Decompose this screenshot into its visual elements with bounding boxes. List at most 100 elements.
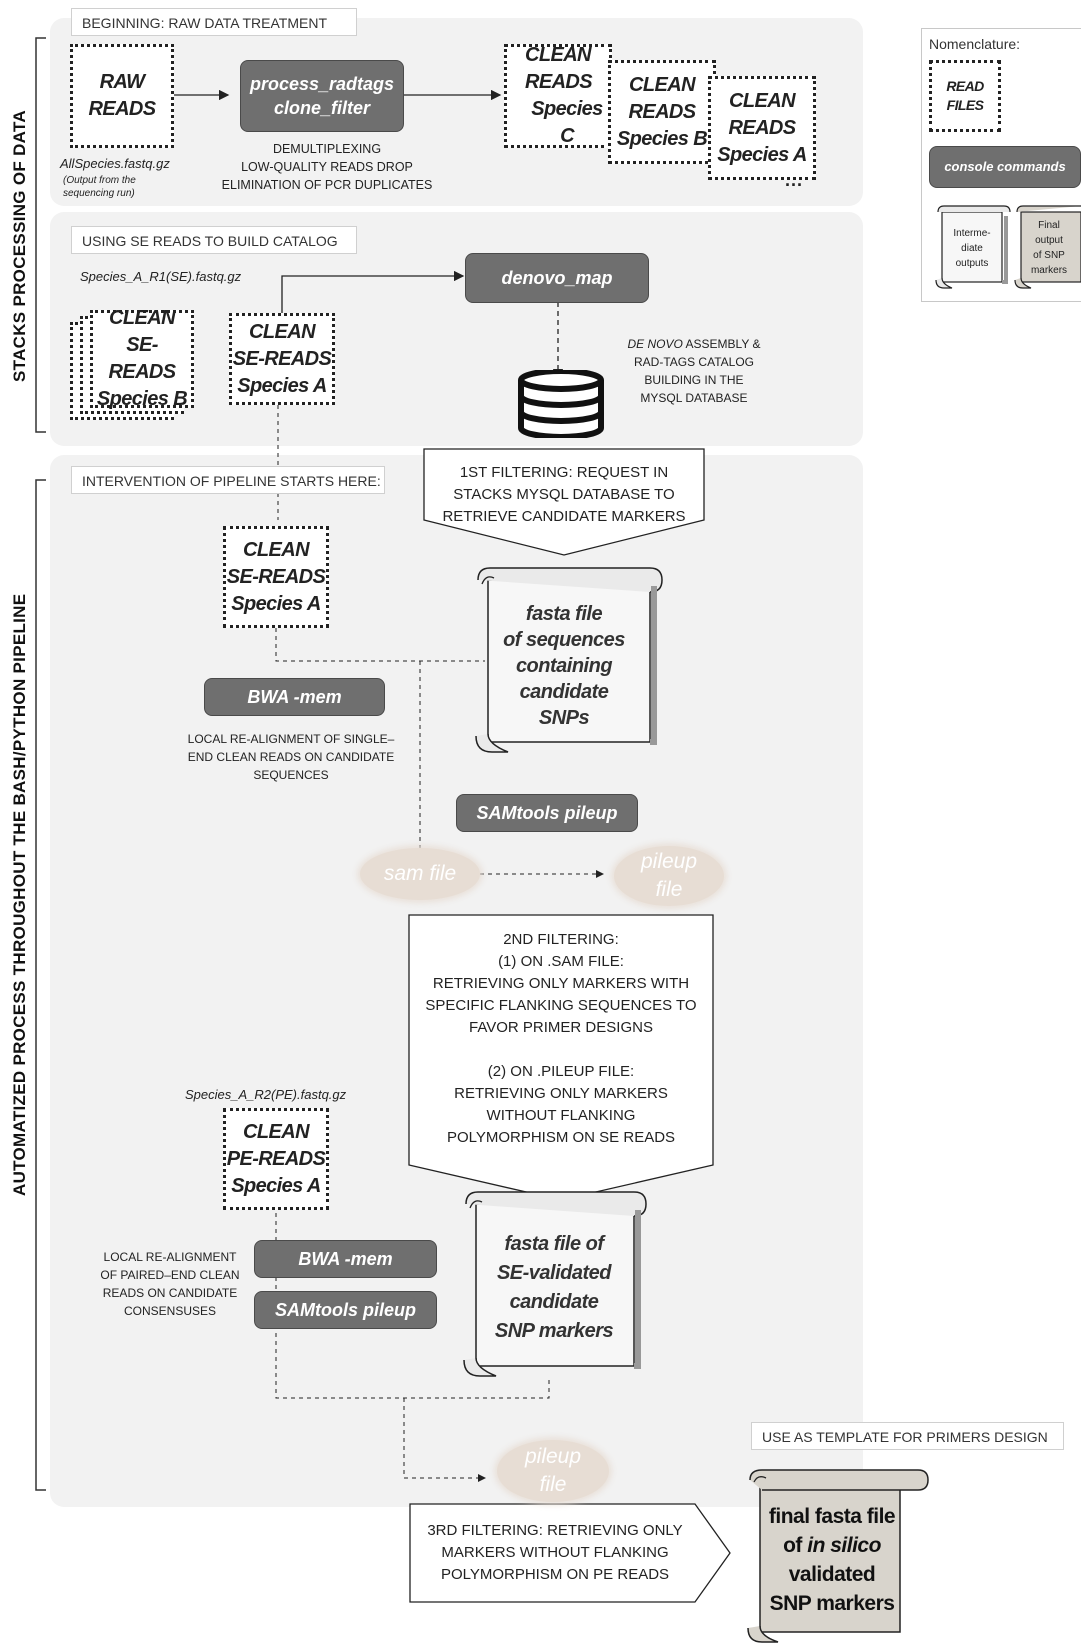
legend-console-commands: console commands — [929, 146, 1081, 188]
fasta2-line4: SNP markers — [494, 1320, 614, 1342]
cmd-bwa-pe: BWA -mem — [298, 1249, 393, 1269]
clean-a-line2: READS — [728, 116, 796, 139]
filter3-line3: POLYMORPHISM ON PE READS — [440, 1566, 670, 1583]
se-file-name: Species_A_R1(SE).fastq.gz — [80, 269, 242, 284]
section-label-raw: BEGINNING: RAW DATA TREATMENT — [71, 8, 357, 36]
pe-caption: LOCAL RE-ALIGNMENT OF PAIRED–END CLEAN R… — [90, 1248, 250, 1320]
fasta1-line2: of sequences — [503, 629, 625, 651]
legend-final-line4: markers — [1030, 265, 1068, 276]
filter2-line3: RETRIEVING ONLY MARKERS WITH — [432, 975, 690, 992]
filter1-line3: RETRIEVE CANDIDATE MARKERS — [442, 508, 686, 525]
denovo-map-command: denovo_map — [465, 253, 649, 303]
final-line3: validated — [788, 1563, 876, 1586]
pe-caption-line3: READS ON CANDIDATE — [102, 1286, 238, 1300]
bwa-se-caption-line1: LOCAL RE-ALIGNMENT OF SINGLE– — [187, 732, 395, 746]
samtools-pileup-command-pe: SAMtools pileup — [254, 1291, 437, 1329]
clean-b-line3: Species B — [616, 127, 708, 150]
filter1-line1: 1ST FILTERING: REQUEST IN — [459, 464, 669, 481]
pipe-se-a-line2: SE-READS — [226, 565, 326, 588]
legend-title: Nomenclature: — [929, 36, 1021, 52]
section-label-catalog: USING SE READS TO BUILD CATALOG — [71, 226, 357, 254]
caption-line1: DEMULTIPLEXING — [272, 142, 382, 156]
fasta2-line2: SE-validated — [496, 1262, 612, 1284]
fasta1-text: fasta file of sequences containing candi… — [484, 596, 644, 736]
clean-a-line3: Species A — [717, 143, 807, 166]
filter1-line2: STACKS MYSQL DATABASE TO — [453, 486, 675, 503]
scroll-icon-fasta2 — [463, 1191, 647, 1377]
fasta1-line4: candidate — [519, 681, 609, 703]
fasta2-text: fasta file of SE-validated candidate SNP… — [476, 1220, 632, 1356]
filter1-text: 1ST FILTERING: REQUEST IN STACKS MYSQL D… — [424, 462, 704, 528]
bwa-mem-command-se: BWA -mem — [204, 678, 385, 716]
final-line1: final fasta file — [768, 1505, 896, 1528]
filter2-line2: (1) ON .SAM FILE: — [498, 953, 624, 970]
filter2-line5: FAVOR PRIMER DESIGNS — [469, 1019, 653, 1036]
filter2-line8: RETRIEVING ONLY MARKERS — [454, 1085, 668, 1102]
cmd-samtools-pe: SAMtools pileup — [275, 1300, 416, 1320]
clean-c-line2: READS — [525, 71, 593, 93]
clean-reads-species-b: CLEAN READS Species B — [608, 60, 716, 164]
legend-inter-line3: outputs — [955, 258, 989, 269]
clean-reads-species-a: CLEAN READS Species A — [708, 76, 816, 180]
se-b-line2: SE-READS — [108, 334, 176, 383]
raw-note-line1: (Output from the — [63, 175, 136, 186]
pileup1-line1: pileup — [640, 850, 698, 873]
clean-b-line1: CLEAN — [629, 73, 695, 96]
se-b-line1: CLEAN — [109, 307, 175, 329]
clean-reads-species-c: CLEAN READS Species C — [504, 44, 612, 148]
template-label: USE AS TEMPLATE FOR PRIMERS DESIGN — [751, 1422, 1064, 1450]
legend-final-line2: output — [1035, 235, 1063, 246]
legend-final-line1: Final — [1038, 220, 1060, 231]
bwa-mem-command-pe: BWA -mem — [254, 1240, 437, 1278]
pipe-se-a-line1: CLEAN — [243, 538, 309, 561]
legend-read-line2: FILES — [946, 97, 984, 113]
raw-reads-box: RAW READS — [70, 44, 174, 148]
denovo-caption-line4: MYSQL DATABASE — [640, 391, 748, 405]
caption-line2: LOW-QUALITY READS DROP — [241, 160, 413, 174]
sam-file-label: sam file — [383, 862, 457, 885]
legend-console-label: console commands — [944, 159, 1066, 174]
legend-intermediate-scroll-icon — [935, 205, 1011, 289]
final-text: final fasta file of in silico validated … — [762, 1500, 902, 1620]
denovo-caption: DE NOVO ASSEMBLY & RAD-TAGS CATALOG BUIL… — [604, 335, 784, 407]
raw-reads-line1: RAW — [99, 71, 145, 93]
legend-read-files: READ FILES — [929, 60, 1001, 132]
filter3-line2: MARKERS WITHOUT FLANKING — [441, 1544, 669, 1561]
fasta1-line5: SNPs — [538, 707, 590, 729]
legend-final-scroll-icon — [1014, 205, 1081, 289]
mysql-database-icon — [518, 370, 604, 438]
clean-a-line1: CLEAN — [729, 89, 795, 112]
more-species-ellipsis: ... — [785, 170, 804, 190]
section-label-pipeline: INTERVENTION OF PIPELINE STARTS HERE: — [71, 466, 385, 494]
legend-read-line1: READ — [946, 78, 984, 94]
sam-file-oval: sam file — [360, 848, 480, 900]
filter2-line1: 2ND FILTERING: — [503, 931, 619, 948]
pe-caption-line1: LOCAL RE-ALIGNMENT — [103, 1250, 237, 1264]
denovo-caption-line2: RAD-TAGS CATALOG — [633, 355, 754, 369]
pe-caption-line2: OF PAIRED–END CLEAN — [100, 1268, 240, 1282]
raw-note: (Output from the sequencing run) — [63, 174, 183, 200]
pe-a-line2: PE-READS — [226, 1147, 326, 1170]
clean-c-line1: CLEAN — [525, 44, 591, 66]
se-b-line3: Species B — [96, 388, 188, 410]
clean-b-line2: READS — [628, 100, 696, 123]
fasta2-line1: fasta file of — [504, 1233, 604, 1255]
process-radtags-command: process_radtags clone_filter — [240, 60, 404, 132]
se-reads-species-a-pipeline: CLEAN SE-READS Species A — [223, 526, 329, 628]
filter2-line6 — [409, 1039, 713, 1061]
fasta2-line3: candidate — [509, 1291, 599, 1313]
final-in-silico: in silico — [807, 1534, 881, 1557]
fasta1-line3: containing — [515, 655, 613, 677]
final-of: of — [783, 1534, 808, 1557]
raw-reads-line2: READS — [88, 98, 156, 120]
denovo-caption-rest: ASSEMBLY & — [682, 337, 761, 351]
denovo-caption-line3: BUILDING IN THE — [644, 373, 744, 387]
filter3-line1: 3RD FILTERING: RETRIEVING ONLY — [427, 1522, 683, 1539]
cmd-process-radtags: process_radtags — [249, 74, 395, 94]
legend-inter-line1: Interme- — [953, 228, 991, 239]
legend-inter-line2: diate — [961, 243, 983, 254]
bwa-se-caption-line3: SEQUENCES — [253, 768, 329, 782]
pe-a-line3: Species A — [231, 1174, 321, 1197]
pe-a-line1: CLEAN — [243, 1120, 309, 1143]
